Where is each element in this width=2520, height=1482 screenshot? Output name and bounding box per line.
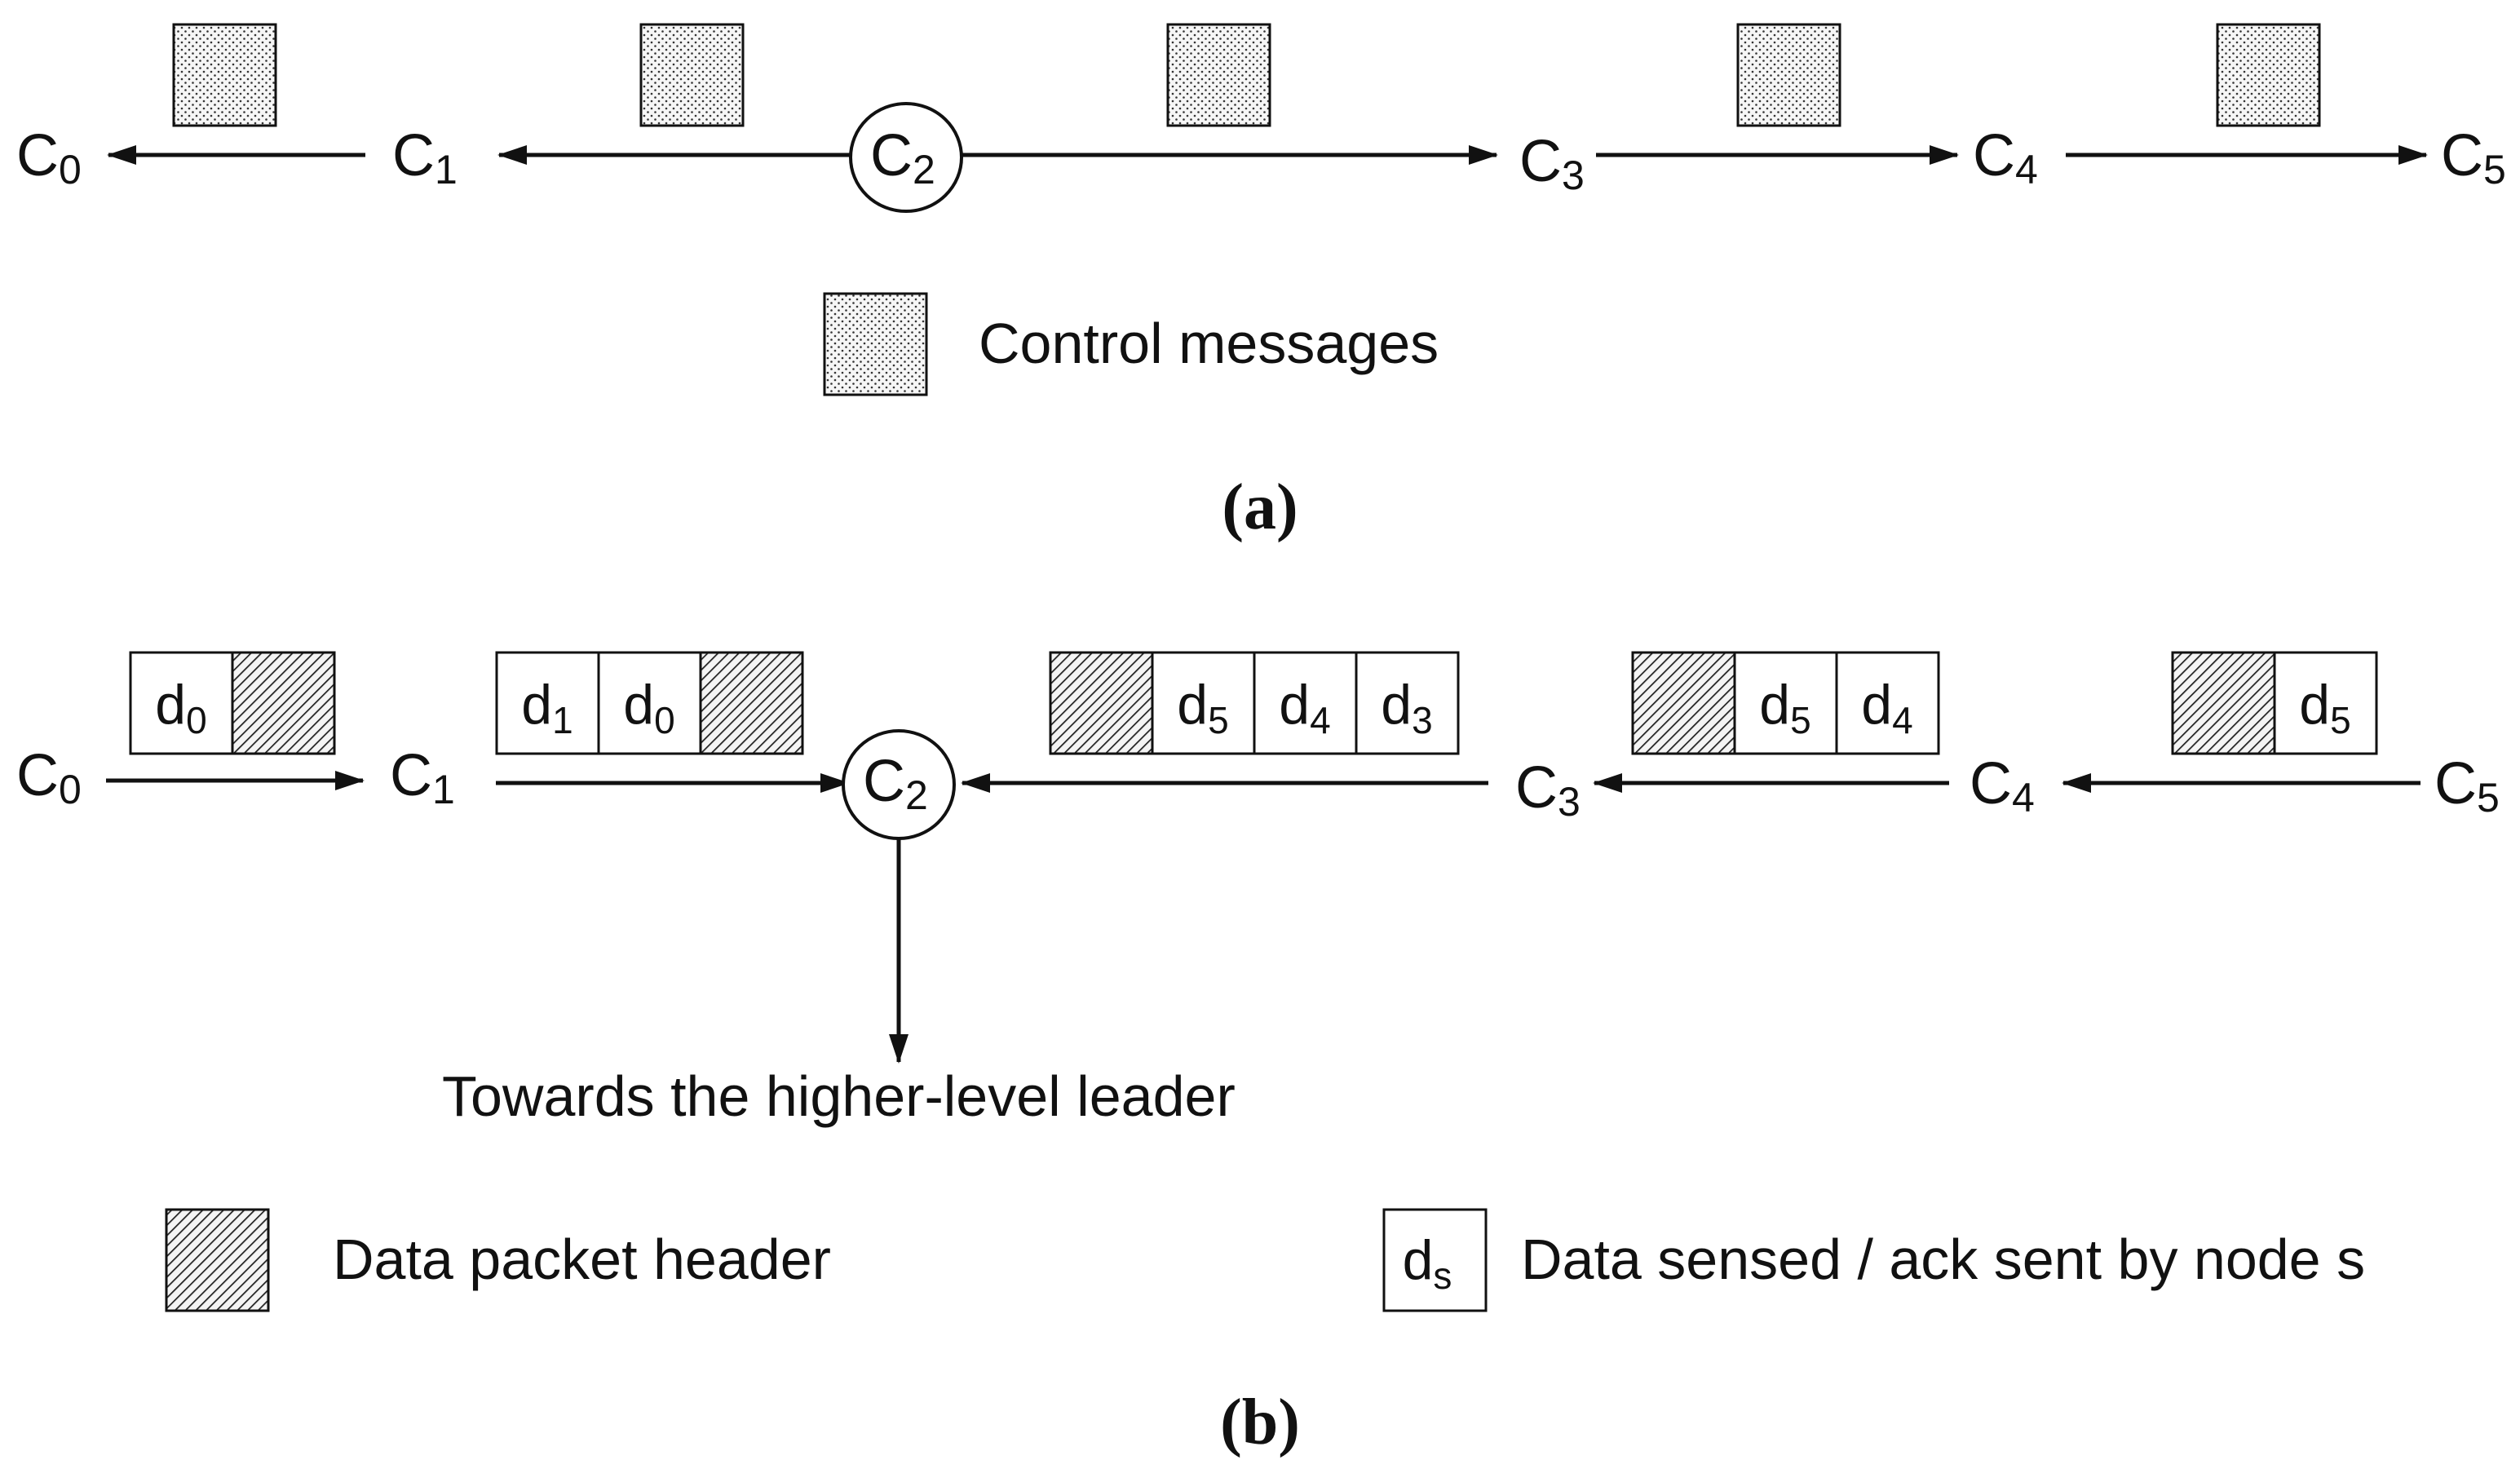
data-cell-label: d0 (155, 674, 206, 741)
control-message-box (172, 23, 277, 127)
data-cell-label: d0 (623, 674, 674, 741)
control-message-box (639, 23, 745, 127)
data-cell (495, 651, 600, 755)
data-cell-label: d1 (521, 674, 573, 741)
packet-c3-to-c2: d5 d4 d3 (1049, 651, 1460, 755)
legend-data-swatch (1382, 1208, 1488, 1312)
panel-b-caption: (b) (1220, 1387, 1300, 1458)
packet-header-cell (1631, 651, 1736, 755)
node-label-c4: C4 (1970, 751, 2035, 821)
legend-control-swatch (823, 292, 928, 396)
towards-higher-leader-label: Towards the higher-level leader (442, 1064, 1236, 1128)
node-label-c2: C2 (870, 123, 935, 192)
node-label-c0: C0 (16, 123, 82, 192)
node-label-c1: C1 (392, 123, 458, 192)
data-cell (597, 651, 702, 755)
packet-c5-to-c4: d5 (2171, 651, 2378, 755)
control-message-box (2216, 23, 2321, 127)
data-cell (1835, 651, 1940, 755)
data-cell-label: d4 (1861, 674, 1912, 741)
legend-control-label: Control messages (979, 312, 1439, 375)
packet-header-cell (699, 651, 804, 755)
data-cell (1733, 651, 1838, 755)
data-cell (1355, 651, 1460, 755)
data-cell (1151, 651, 1256, 755)
data-cell (1253, 651, 1358, 755)
node-label-c3: C3 (1519, 129, 1585, 198)
data-cell-label: d4 (1279, 674, 1330, 741)
node-label-c4: C4 (1973, 123, 2038, 192)
legend-data-symbol: ds (1403, 1229, 1452, 1297)
node-label-c0: C0 (16, 743, 82, 812)
panel-a-caption: (a) (1222, 471, 1298, 543)
node-label-c5: C5 (2441, 123, 2506, 192)
data-cell-label: d5 (1177, 674, 1228, 741)
leader-node-circle (849, 102, 963, 213)
control-message-box (1166, 23, 1271, 127)
packet-header-cell (2171, 651, 2276, 755)
data-cell (2273, 651, 2378, 755)
panel-a: C0 C1 C2 C3 C4 C5 Control messages (a) (16, 23, 2506, 543)
packet-c1-to-c2: d1 d0 (495, 651, 804, 755)
control-message-box (1736, 23, 1841, 127)
node-label-c1: C1 (390, 743, 455, 812)
node-label-c3: C3 (1515, 755, 1581, 825)
packet-c4-to-c3: d5 d4 (1631, 651, 1940, 755)
packet-header-cell (1049, 651, 1154, 755)
data-cell-label: d5 (2299, 674, 2350, 741)
data-cell-label: d5 (1759, 674, 1810, 741)
leader-node-circle (842, 729, 956, 840)
data-cell-label: d3 (1381, 674, 1432, 741)
node-label-c2: C2 (863, 749, 928, 818)
legend-header-swatch (165, 1208, 270, 1312)
packet-header-cell (231, 651, 336, 755)
packet-c0-to-c1: d0 (129, 651, 336, 755)
legend-data-label: Data sensed / ack sent by node s (1521, 1228, 2365, 1291)
panel-b: d0 d1 d0 d5 d4 d3 d5 d4 (16, 651, 2500, 1458)
node-label-c5: C5 (2434, 751, 2500, 821)
legend-header-label: Data packet header (333, 1228, 831, 1291)
